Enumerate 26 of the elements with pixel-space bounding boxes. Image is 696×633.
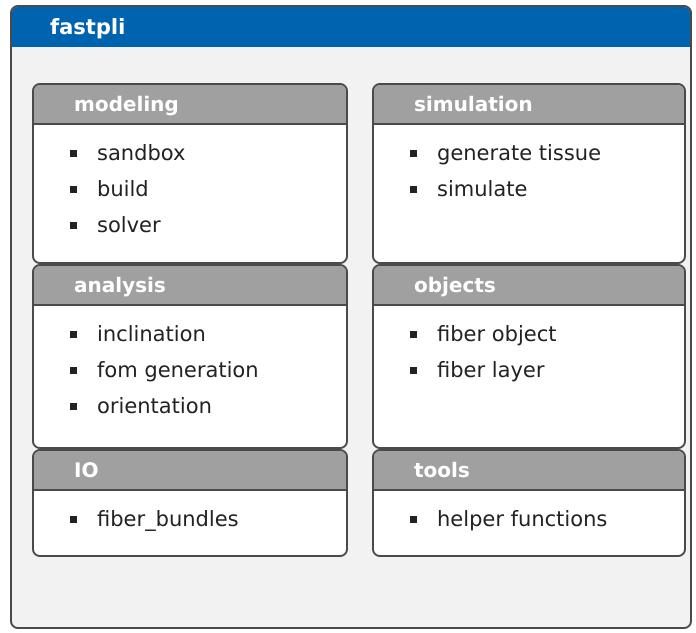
list-item: generate tissue — [437, 141, 601, 165]
module-card — [32, 264, 348, 449]
list-item: sandbox — [97, 141, 186, 165]
module-title: simulation — [414, 92, 533, 116]
module-card — [372, 449, 686, 557]
list-item: simulate — [437, 177, 528, 201]
module-card — [372, 83, 686, 264]
list-item: helper functions — [437, 507, 608, 531]
list-item: fiber_bundles — [97, 507, 239, 531]
list-item: inclination — [97, 322, 206, 346]
module-title: modeling — [74, 92, 179, 116]
list-item: fiber layer — [437, 358, 544, 382]
module-title: objects — [414, 273, 496, 297]
module-card — [372, 264, 686, 449]
list-item: solver — [97, 213, 161, 237]
module-title: tools — [414, 458, 470, 482]
list-item: fiber object — [437, 322, 556, 346]
panel-title: fastpli — [50, 15, 126, 39]
module-title: analysis — [74, 273, 166, 297]
list-item: build — [97, 177, 149, 201]
module-title: IO — [74, 458, 98, 482]
module-card — [32, 449, 348, 557]
list-item: orientation — [97, 394, 212, 418]
package-panel — [10, 5, 692, 629]
list-item: fom generation — [97, 358, 259, 382]
module-card — [32, 83, 348, 264]
